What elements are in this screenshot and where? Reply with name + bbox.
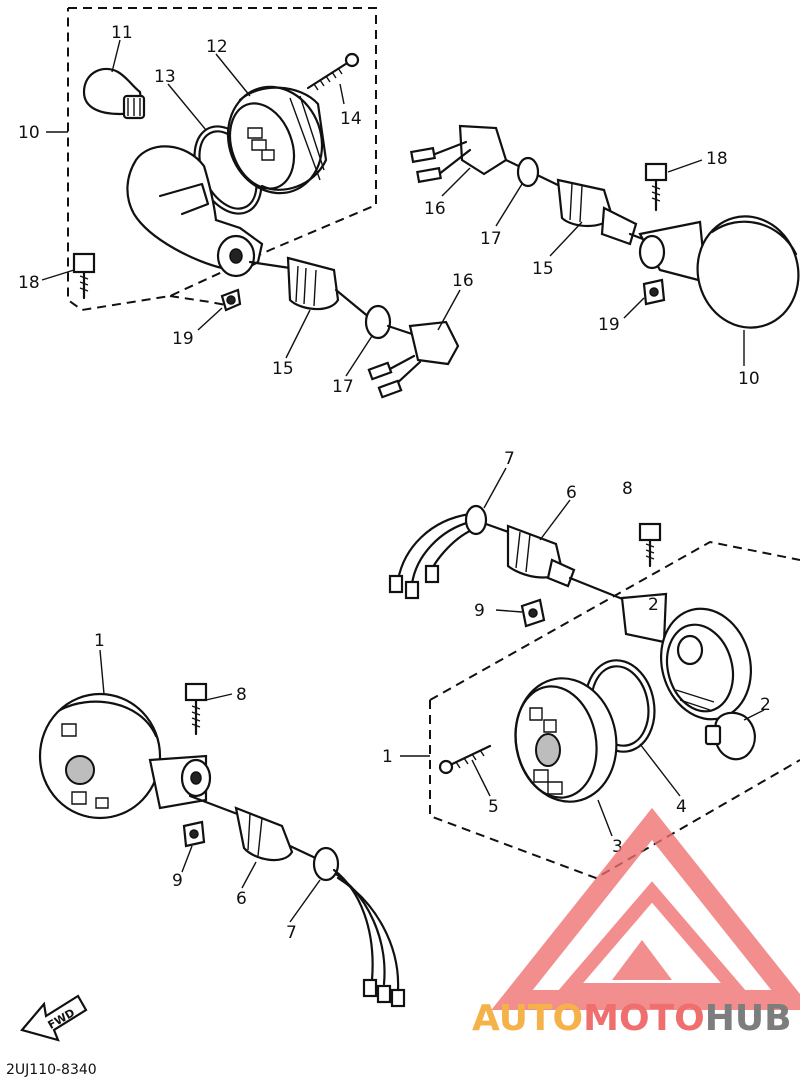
callout-8: 8: [622, 479, 633, 499]
callout-18: 18: [18, 273, 40, 293]
rear-left-flasher-assembly: [38, 682, 406, 1008]
callout-9: 9: [172, 871, 183, 891]
nut-19: [642, 278, 666, 306]
stem-wiring: [248, 256, 460, 399]
rear-right-flasher-assembly: [388, 504, 800, 880]
nut-17: [516, 156, 540, 188]
callout-5: 5: [488, 797, 499, 817]
callout-7: 7: [286, 923, 297, 943]
nut-7: [312, 846, 340, 882]
callout-4: 4: [676, 797, 687, 817]
callout-17: 17: [480, 229, 502, 249]
part-code: 2UJ110-8340: [6, 1062, 97, 1078]
bolt-18: [72, 252, 96, 300]
front-left-flasher-assembly: [67, 7, 460, 399]
lens-3: [514, 677, 618, 803]
callout-12: 12: [206, 37, 228, 57]
callout-14: 14: [340, 109, 362, 129]
callout-15: 15: [272, 359, 294, 379]
bulb-2: [704, 711, 756, 761]
housing-shell: [126, 145, 264, 278]
automotohub-watermark: AUTOMOTOHUB: [472, 807, 800, 1039]
callout-2: 2: [760, 695, 771, 715]
nut-9: [182, 820, 206, 848]
callout-19: 19: [598, 315, 620, 335]
housing-2: [620, 592, 753, 721]
callout-2: 2: [648, 595, 659, 615]
bulb-11: [82, 67, 146, 120]
nut-9: [520, 598, 546, 628]
callout-10: 10: [738, 369, 760, 389]
wiring-7: [332, 868, 406, 1008]
callout-15: 15: [532, 259, 554, 279]
callout-19: 19: [172, 329, 194, 349]
leader-lines: [41, 39, 765, 923]
watermark-moto: MOTO: [583, 998, 705, 1039]
callout-10: 10: [18, 123, 40, 143]
bolt-8: [638, 522, 662, 568]
stem-15: [556, 178, 638, 246]
callout-16: 16: [424, 199, 446, 219]
wiring-7: [388, 504, 488, 600]
callout-7: 7: [504, 449, 515, 469]
screw-14: [306, 52, 360, 91]
callout-numbers: 11 12 13 14 10 18 19 15 17 16 16 17 15 1…: [18, 23, 771, 943]
callout-1: 1: [382, 747, 393, 767]
callout-1: 1: [94, 631, 105, 651]
stem-6: [506, 524, 576, 588]
watermark-hub: HUB: [705, 998, 792, 1039]
front-right-flasher-assembly: [410, 124, 800, 329]
callout-16: 16: [452, 271, 474, 291]
screw-5: [438, 744, 492, 775]
rubber-boot-16: [410, 124, 508, 184]
callout-6: 6: [566, 483, 577, 503]
lens-12: [226, 85, 328, 195]
housing-10: [638, 215, 800, 329]
fwd-arrow: FWD: [20, 994, 88, 1042]
bolt-8: [184, 682, 208, 736]
callout-13: 13: [154, 67, 176, 87]
callout-9: 9: [474, 601, 485, 621]
watermark-triangle-logo: [491, 807, 800, 1010]
stem-6: [234, 806, 294, 862]
housing-1: [38, 692, 212, 820]
callout-11: 11: [111, 23, 133, 43]
nut-19: [220, 288, 242, 312]
callout-18: 18: [706, 149, 728, 169]
callout-6: 6: [236, 889, 247, 909]
watermark-auto: AUTO: [472, 998, 583, 1039]
watermark-text: AUTOMOTOHUB: [472, 998, 792, 1039]
callout-17: 17: [332, 377, 354, 397]
callout-3: 3: [612, 837, 623, 857]
callout-8: 8: [236, 685, 247, 705]
bolt-18: [644, 162, 668, 212]
